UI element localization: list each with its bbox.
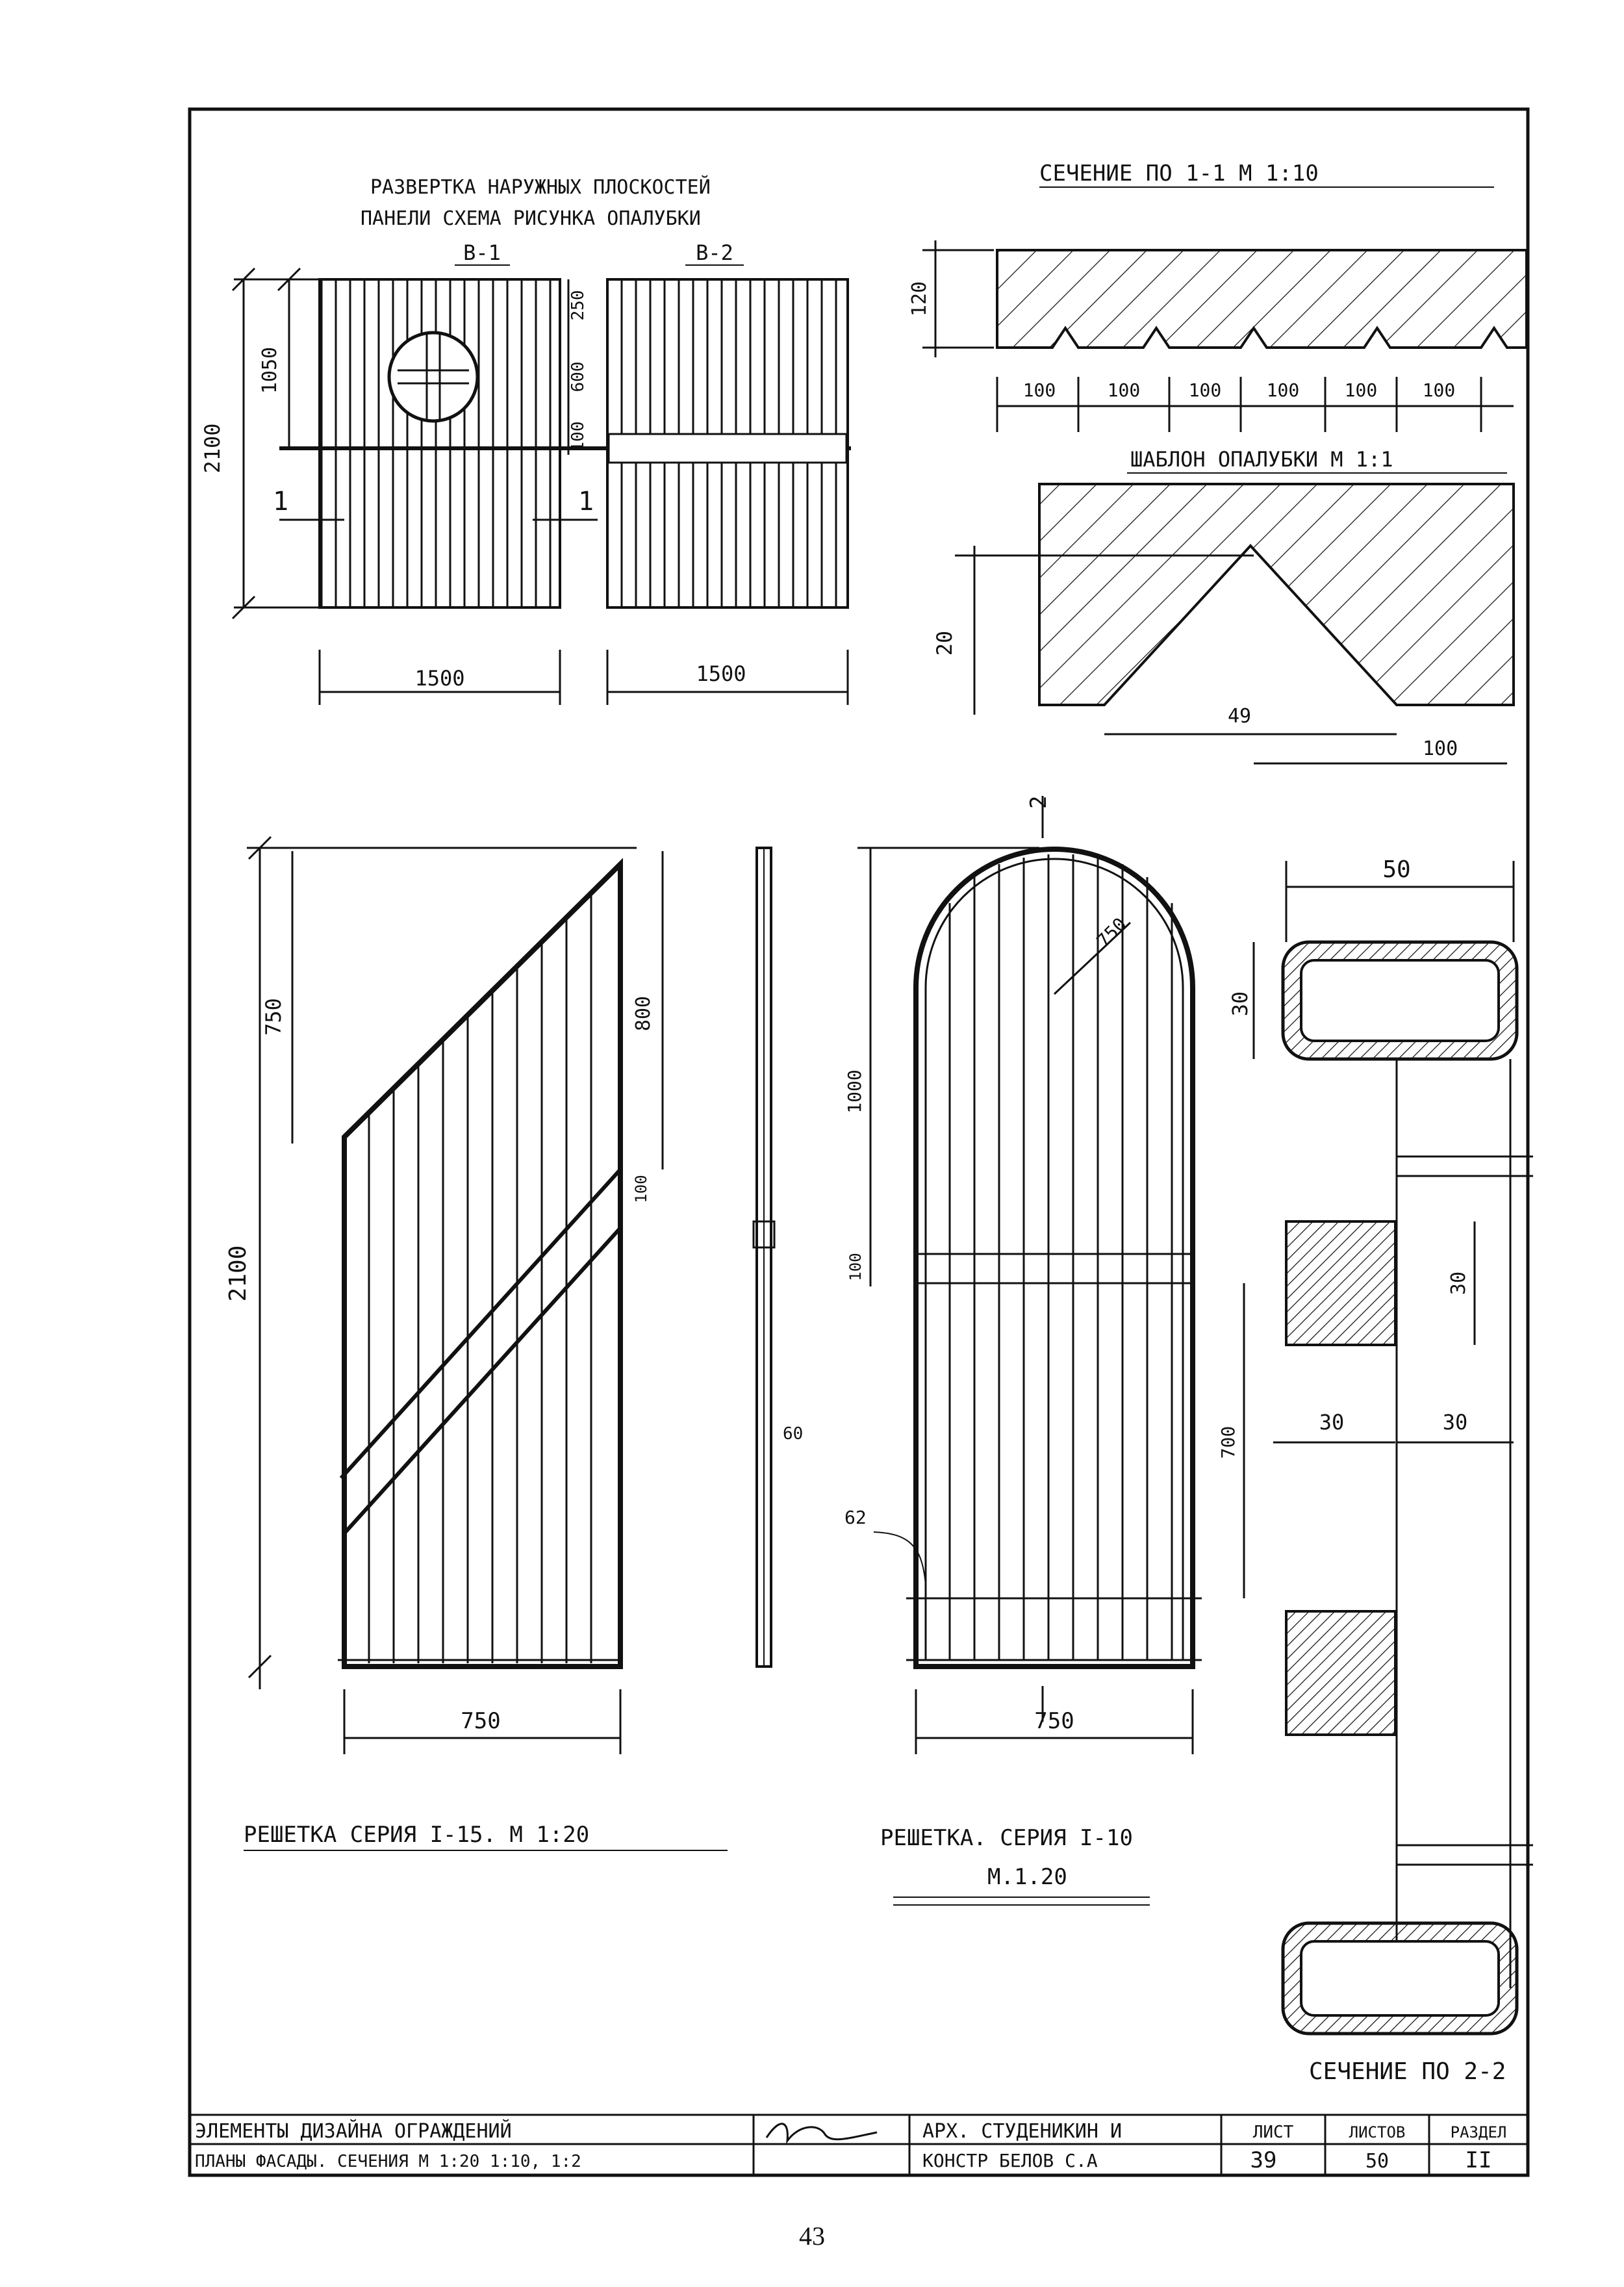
tb-subtitle: ПЛАНЫ ФАСАДЫ. СЕЧЕНИЯ М 1:20 1:10, 1:2: [195, 2152, 581, 2171]
grille-series-15: 2100 750 800 100 750 60 РЕШЕТКА СЕРИЯ I-…: [225, 836, 803, 1851]
dim-2100-grille: 2100: [225, 1246, 251, 1302]
dim-62: 62: [844, 1507, 867, 1528]
dim-800: 800: [632, 996, 655, 1031]
cut-mark-right: 1: [578, 487, 594, 517]
page-number: 43: [799, 2221, 825, 2251]
grille-10-caption-line2: М.1.20: [987, 1864, 1067, 1890]
dim-30-tube: 30: [1228, 991, 1252, 1017]
section-1-1-profile: [996, 249, 1528, 349]
tb-list-value: 39: [1250, 2147, 1277, 2173]
dim-750-grille10: 750: [1034, 1708, 1074, 1734]
template-title: ШАБЛОН ОПАЛУБКИ М 1:1: [1130, 447, 1393, 472]
grille-15-caption: РЕШЕТКА СЕРИЯ I-15. М 1:20: [244, 1822, 589, 1848]
panel-title-line2: ПАНЕЛИ СХЕМА РИСУНКА ОПАЛУБКИ: [361, 207, 701, 230]
tb-arch: АРХ. СТУДЕНИКИН И: [922, 2120, 1122, 2143]
grille-series-10: 750 2 1000 100 700 62 750 РЕШЕТКА. СЕРИЯ…: [844, 796, 1245, 1906]
section-1-1: СЕЧЕНИЕ ПО 1-1 М 1:10 120 100 100 100 10…: [908, 160, 1528, 432]
grille-10-bars: [948, 854, 1173, 1660]
title-block: ЭЛЕМЕНТЫ ДИЗАЙНА ОГРАЖДЕНИЙ ПЛАНЫ ФАСАДЫ…: [190, 2114, 1528, 2175]
dim-1050: 1050: [259, 347, 281, 394]
tb-signature: [765, 2123, 878, 2145]
dim-100-s2: 100: [1108, 379, 1141, 401]
tb-listov-label: ЛИСТОВ: [1349, 2123, 1406, 2141]
panel-b2-band: [607, 433, 848, 464]
grille-10-frame: [913, 847, 1195, 1669]
grille-10-caption-line1: РЕШЕТКА. СЕРИЯ I-10: [880, 1825, 1133, 1851]
dim-20: 20: [932, 631, 957, 656]
tb-razdel-value: II: [1465, 2147, 1492, 2173]
dim-60: 60: [783, 1424, 803, 1444]
grille-15-frame: [342, 858, 623, 1669]
sheet-frame: [188, 107, 1530, 2177]
panel-development: РАЗВЕРТКА НАРУЖНЫХ ПЛОСКОСТЕЙ ПАНЕЛИ СХЕ…: [200, 175, 851, 705]
template-profile: [1038, 483, 1515, 706]
panel-b1: [318, 278, 561, 609]
tb-listov-value: 50: [1365, 2150, 1389, 2173]
dim-1000: 1000: [844, 1069, 865, 1113]
dim-1500-b1: 1500: [414, 666, 464, 691]
dim-700: 700: [1217, 1426, 1239, 1459]
section-2-2-caption: СЕЧЕНИЕ ПО 2-2: [1309, 2058, 1506, 2085]
panel-b2-label: В-2: [696, 240, 733, 265]
tb-list-label: ЛИСТ: [1253, 2123, 1294, 2142]
formwork-template: ШАБЛОН ОПАЛУБКИ М 1:1 20 49 100: [932, 447, 1515, 765]
dim-100-s6: 100: [1423, 379, 1456, 401]
panel-title-line1: РАЗВЕРТКА НАРУЖНЫХ ПЛОСКОСТЕЙ: [370, 175, 711, 199]
dim-100-grille10: 100: [846, 1253, 865, 1281]
section-1-1-title: СЕЧЕНИЕ ПО 1-1 М 1:10: [1039, 160, 1319, 186]
tb-konstr: КОНСТР БЕЛОВ С.А: [922, 2150, 1098, 2171]
dim-49: 49: [1228, 705, 1251, 728]
square-bar-top: [1285, 1220, 1397, 1346]
dim-750-grille15: 750: [461, 1708, 500, 1734]
dim-600: 600: [568, 362, 588, 392]
dim-750-top: 750: [261, 998, 286, 1036]
panel-b1-round-window: [387, 331, 479, 423]
panel-b1-label: В-1: [463, 240, 501, 265]
dim-1500-b2: 1500: [696, 661, 746, 686]
section-2-2: 50 30 30 30 30 СЕЧЕНИЕ ПО 2-2: [1228, 856, 1533, 2085]
dim-100-s1: 100: [1023, 379, 1056, 401]
dim-100-panel: 100: [568, 422, 588, 452]
square-bar-bottom: [1285, 1610, 1397, 1736]
dim-100-s3: 100: [1189, 379, 1222, 401]
dim-100-template: 100: [1423, 737, 1458, 760]
dim-120: 120: [908, 281, 931, 316]
dim-2100-panel: 2100: [200, 423, 225, 473]
dim-100-grille: 100: [632, 1175, 650, 1203]
dim-50: 50: [1382, 856, 1410, 883]
grille-15-bars: [368, 893, 592, 1663]
tb-razdel-label: РАЗДЕЛ: [1451, 2123, 1507, 2141]
tb-title: ЭЛЕМЕНТЫ ДИЗАЙНА ОГРАЖДЕНИЙ: [195, 2119, 512, 2143]
dim-100-s5: 100: [1345, 379, 1378, 401]
dim-30-right: 30: [1443, 1410, 1468, 1435]
cut-mark-left: 1: [273, 487, 288, 517]
dim-30-bar: 30: [1447, 1271, 1470, 1295]
dim-250: 250: [568, 290, 588, 321]
dim-30-left: 30: [1319, 1410, 1345, 1435]
dim-100-s4: 100: [1267, 379, 1300, 401]
section-mark-2-top: 2: [1026, 796, 1052, 809]
